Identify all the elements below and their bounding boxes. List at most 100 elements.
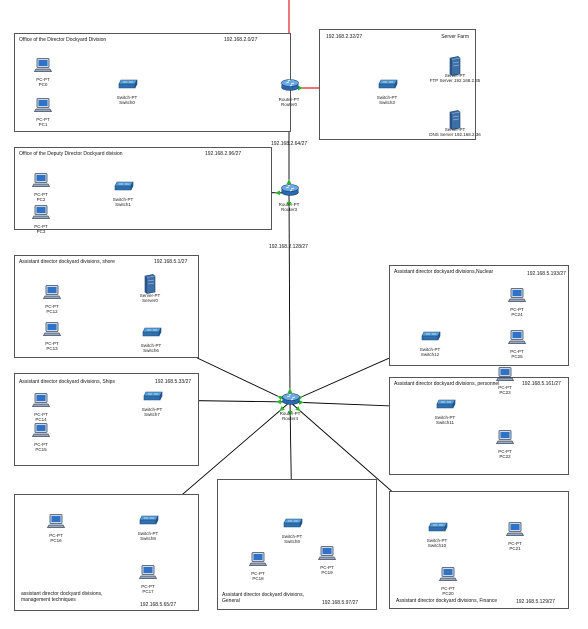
zone-deputy: Office of the Deputy Director Dockyard d… [14, 147, 272, 230]
device-name: DNS Server 192.168.2.36 [429, 132, 481, 137]
zone-title: Assistant director dockyard divisions, S… [19, 379, 115, 385]
device-type: Server-PT [139, 293, 161, 298]
device-name: PC16 [50, 538, 62, 543]
zone-mgmt: assistant director dockyard divisions, m… [14, 494, 199, 611]
device-type: Router-PT [279, 411, 301, 416]
zone-title: Assistant director dockyard divisions, p… [394, 381, 500, 387]
device-type: PC-PT [34, 192, 48, 197]
pc-icon [31, 173, 51, 187]
device-name: PC12 [46, 309, 58, 314]
zone-subnet: 192.168.5.65/27 [140, 602, 177, 608]
device-name: Switch6 [143, 348, 159, 353]
pc-icon [42, 285, 62, 299]
device-type: Switch-PT [434, 415, 456, 420]
network-subnet-label: 192.168.2.64/27 [271, 141, 308, 147]
server-icon [144, 274, 156, 294]
link-status-indicator [286, 179, 292, 184]
device-type: PC-PT [510, 349, 524, 354]
device-name: Switch1 [115, 202, 131, 207]
zone-general: Assistant director dockyard divisions, G… [217, 479, 377, 610]
switch-icon [421, 331, 441, 341]
pc-icon [505, 522, 525, 536]
link-status-indicator [298, 399, 304, 405]
device-name: Router3 [280, 207, 298, 212]
device-name: Switch12 [420, 352, 440, 357]
link-status-indicator [298, 85, 303, 91]
device-type: Switch-PT [426, 538, 448, 543]
pc-icon [31, 393, 51, 407]
device-type: PC-PT [45, 341, 59, 346]
zone-subnet: 192.168.5.1/27 [154, 259, 188, 265]
pc-icon [42, 322, 62, 336]
zone-title: Server Farm [441, 34, 469, 40]
zone-subnet: 192.168.2.32/27 [326, 34, 363, 40]
device-type: Switch-PT [419, 347, 441, 352]
router-icon [281, 184, 299, 196]
zone-subnet: 192.168.5.129/27 [516, 599, 555, 605]
device-type: PC-PT [498, 385, 512, 390]
pc-icon [507, 288, 527, 302]
switch-icon [283, 518, 303, 528]
zone-personnel: Assistant director dockyard divisions, p… [389, 377, 569, 475]
device-name: Router0 [280, 102, 298, 107]
device-type: PC-PT [320, 565, 334, 570]
zone-title: Assistant director dockyard divisions, G… [222, 592, 304, 604]
device-name: Switch8 [140, 536, 156, 541]
link-status-indicator [275, 190, 281, 196]
zone-title: Assistant director dockyard divisions, F… [396, 598, 498, 604]
device-name: PC2 [36, 197, 46, 202]
pc-icon [438, 567, 458, 581]
device-type: Switch-PT [116, 95, 138, 100]
pc-icon [46, 514, 66, 528]
link-status-indicator [277, 395, 283, 401]
device-type: PC-PT [251, 571, 265, 576]
device-name: Router4 [281, 416, 299, 421]
device-type: PC-PT [34, 442, 48, 447]
zone-ships: Assistant director dockyard divisions, S… [14, 373, 199, 466]
device-name: PC13 [46, 346, 58, 351]
switch-icon [436, 399, 456, 409]
device-name: Server0 [142, 298, 158, 303]
zone-subnet: 192.168.2.0/27 [224, 37, 258, 43]
switch-icon [378, 79, 398, 89]
device-name: PC15 [35, 447, 47, 452]
zone-shore: Assistant director dockyard divisions, s… [14, 255, 199, 358]
device-name: Switch3 [379, 100, 395, 105]
device-type: Router-PT [278, 97, 300, 102]
device-name: PC25 [511, 354, 523, 359]
device-name: Switch11 [436, 420, 454, 425]
zone-subnet: 192.168.5.193/27 [527, 271, 566, 277]
pc-icon [495, 367, 515, 381]
device-type: PC-PT [498, 449, 512, 454]
zone-subnet: 192.168.2.96/27 [205, 151, 242, 157]
device-name: PC17 [142, 589, 154, 594]
pc-icon [33, 58, 53, 72]
zone-dir: Office of the Director Dockyard Division… [14, 33, 291, 132]
pc-icon [317, 546, 337, 560]
device-name: PC0 [38, 82, 48, 87]
router-icon [282, 393, 300, 405]
pc-icon [248, 552, 268, 566]
device-name: Switch0 [119, 100, 135, 105]
zone-title: Assistant director dockyard divisions,Nu… [394, 269, 494, 275]
device-name: PC24 [511, 312, 523, 317]
device-name: FTP Server 192.168.2.35 [429, 78, 481, 83]
zone-title: Office of the Deputy Director Dockyard d… [19, 151, 123, 157]
